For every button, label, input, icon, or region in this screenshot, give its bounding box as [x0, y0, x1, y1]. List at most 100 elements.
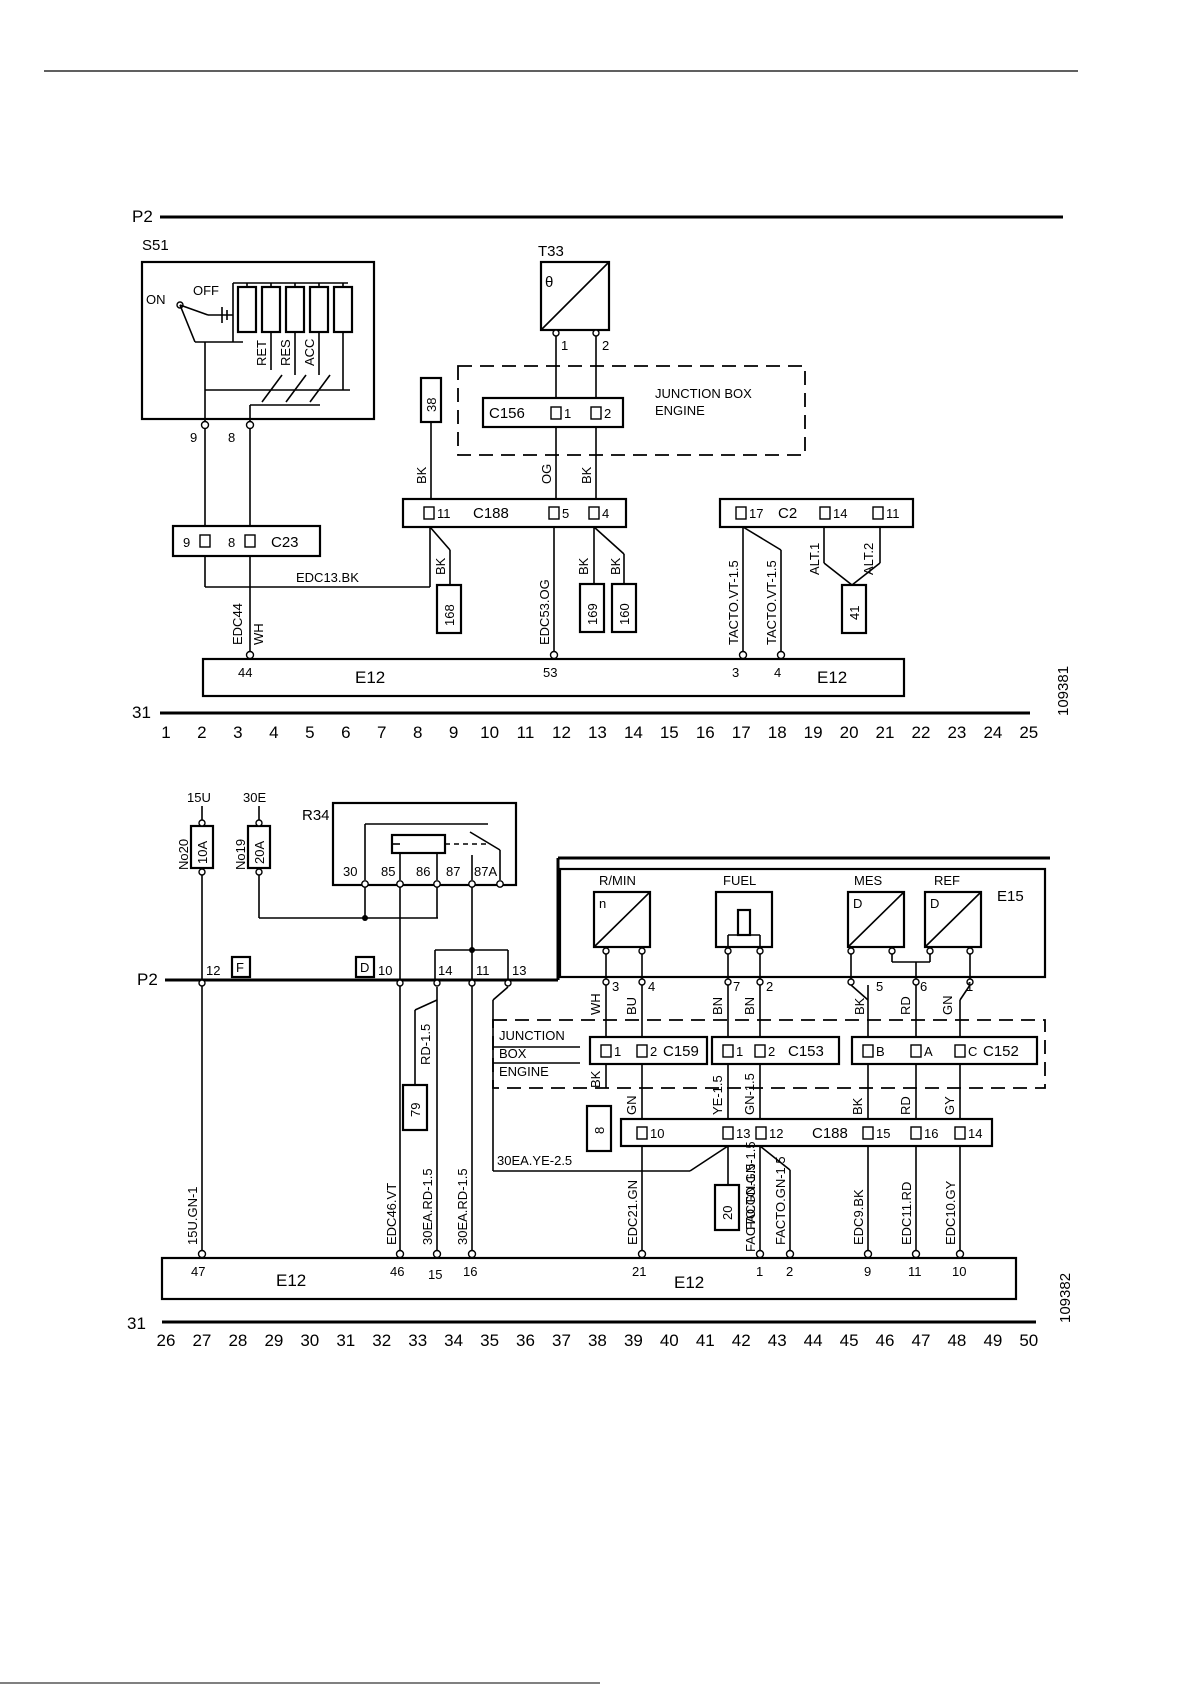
s51-lever: [179, 304, 209, 316]
scale-number: 7: [377, 723, 386, 742]
c156-label: C156: [489, 405, 525, 422]
connector-c152: B A C C152: [850, 1035, 1039, 1066]
s51-pin-8: 8: [228, 430, 235, 445]
junction-box-engine-2: [492, 1019, 1046, 1089]
s51-arm: [179, 304, 196, 343]
p2-pin-d: [354, 955, 376, 979]
bus-p2-label-2: P2: [137, 970, 158, 989]
c188-label-2: C188: [812, 1125, 848, 1142]
s51-resistor-4: [308, 285, 330, 334]
wire-wh: WH: [251, 623, 266, 645]
s51-pin-9: 9: [190, 430, 197, 445]
wire-edc9: EDC9.BK: [851, 1189, 866, 1245]
scale-number: 10: [480, 723, 499, 742]
scale-number: 38: [588, 1331, 607, 1350]
svg-text:21: 21: [632, 1264, 646, 1279]
wire-edc44: EDC44: [230, 603, 245, 645]
switch-s51: S51 ON OFF RET RES ACC: [140, 237, 376, 445]
ref-169: [578, 582, 606, 634]
scale-number: 48: [947, 1331, 966, 1350]
scale-number: 23: [947, 723, 966, 742]
connector-c156: C156 1 2: [481, 396, 625, 429]
scale-number: 29: [264, 1331, 283, 1350]
s51-resistor-3: [284, 285, 306, 334]
wire-rd-15: RD-1.5: [418, 1024, 433, 1065]
ref-20: [713, 1183, 741, 1232]
sensor-block-e15: E15 R/MIN n FUEL MES D REF D: [558, 867, 1047, 980]
s51-resistor-2: [260, 285, 282, 334]
svg-text:20A: 20A: [252, 841, 267, 864]
svg-text:FUEL: FUEL: [723, 873, 756, 888]
e12-label-1: E12: [355, 668, 385, 687]
wire-gn-e15: GN: [940, 996, 955, 1016]
svg-text:BOX: BOX: [499, 1046, 527, 1061]
ecu-e12-1: 44 53 3 4 E12 E12: [201, 650, 906, 698]
svg-text:16: 16: [924, 1126, 938, 1141]
svg-text:87: 87: [446, 864, 460, 879]
relay-r34: R34 30 85 86 87 87A: [302, 801, 518, 888]
c159-label: C159: [663, 1043, 699, 1060]
bus-31-label: 31: [132, 703, 151, 722]
ref-168: [435, 583, 463, 635]
s51-ret-label: RET: [254, 340, 269, 366]
wire-og: OG: [539, 464, 554, 484]
scale-number: 20: [840, 723, 859, 742]
ref-41: [840, 583, 868, 635]
scale-number: 26: [157, 1331, 176, 1350]
wire-bk-4: BK: [576, 557, 591, 575]
svg-text:30E: 30E: [243, 790, 266, 805]
sensor-t33: T33 θ 1 2: [538, 243, 611, 406]
scale-number: 11: [517, 723, 535, 742]
scale-number: 14: [624, 723, 643, 742]
fuse-no20: 15U No20 10A: [176, 790, 215, 876]
svg-text:2: 2: [786, 1264, 793, 1279]
wire-bn-1: BN: [710, 997, 725, 1015]
scale-number: 42: [732, 1331, 751, 1350]
svg-text:15: 15: [428, 1267, 442, 1282]
scale-number: 2: [197, 723, 206, 742]
scale-number: 39: [624, 1331, 643, 1350]
c152-label: C152: [983, 1043, 1019, 1060]
scale-number: 36: [516, 1331, 535, 1350]
svg-text:ENGINE: ENGINE: [655, 403, 705, 418]
wire-edc11: EDC11.RD: [899, 1182, 914, 1245]
svg-text:D: D: [930, 896, 939, 911]
scale-number: 19: [804, 723, 823, 742]
s51-box: [140, 260, 376, 421]
s51-res-label: RES: [278, 339, 293, 366]
svg-text:44: 44: [238, 665, 252, 680]
fuel-sensor: [714, 890, 774, 949]
s51-off-label: OFF: [193, 283, 219, 298]
wire-bk-1: BK: [414, 466, 429, 484]
svg-text:2: 2: [768, 1044, 775, 1059]
svg-text:14: 14: [968, 1126, 982, 1141]
wire-15u-gn: 15U.GN-1: [185, 1186, 200, 1245]
svg-text:14: 14: [438, 963, 452, 978]
svg-text:1: 1: [561, 338, 568, 353]
s51-switch-res: [285, 374, 307, 403]
svg-text:No20: No20: [176, 839, 191, 870]
svg-text:30: 30: [343, 864, 357, 879]
svg-text:41: 41: [847, 606, 862, 620]
theta-icon: θ: [545, 274, 553, 291]
diagram-1: P2 S51 ON OFF: [132, 207, 1072, 742]
scale-number: 47: [912, 1331, 931, 1350]
scale-number: 40: [660, 1331, 679, 1350]
svg-text:15: 15: [876, 1126, 890, 1141]
scale-number: 44: [804, 1331, 823, 1350]
svg-text:12: 12: [206, 963, 220, 978]
c153-label: C153: [788, 1043, 824, 1060]
connector-c188-1: 11 C188 5 4: [401, 497, 628, 529]
junction-box-engine-1: [457, 365, 806, 456]
e15-label: E15: [997, 888, 1024, 905]
svg-text:No19: No19: [233, 839, 248, 870]
s51-label: S51: [142, 237, 169, 254]
scale-number: 18: [768, 723, 787, 742]
scale-number: 25: [1019, 723, 1038, 742]
svg-text:9: 9: [864, 1264, 871, 1279]
scale-number: 31: [336, 1331, 355, 1350]
scale-number: 5: [305, 723, 314, 742]
t33-label: T33: [538, 243, 564, 260]
ref-160: [610, 582, 638, 634]
